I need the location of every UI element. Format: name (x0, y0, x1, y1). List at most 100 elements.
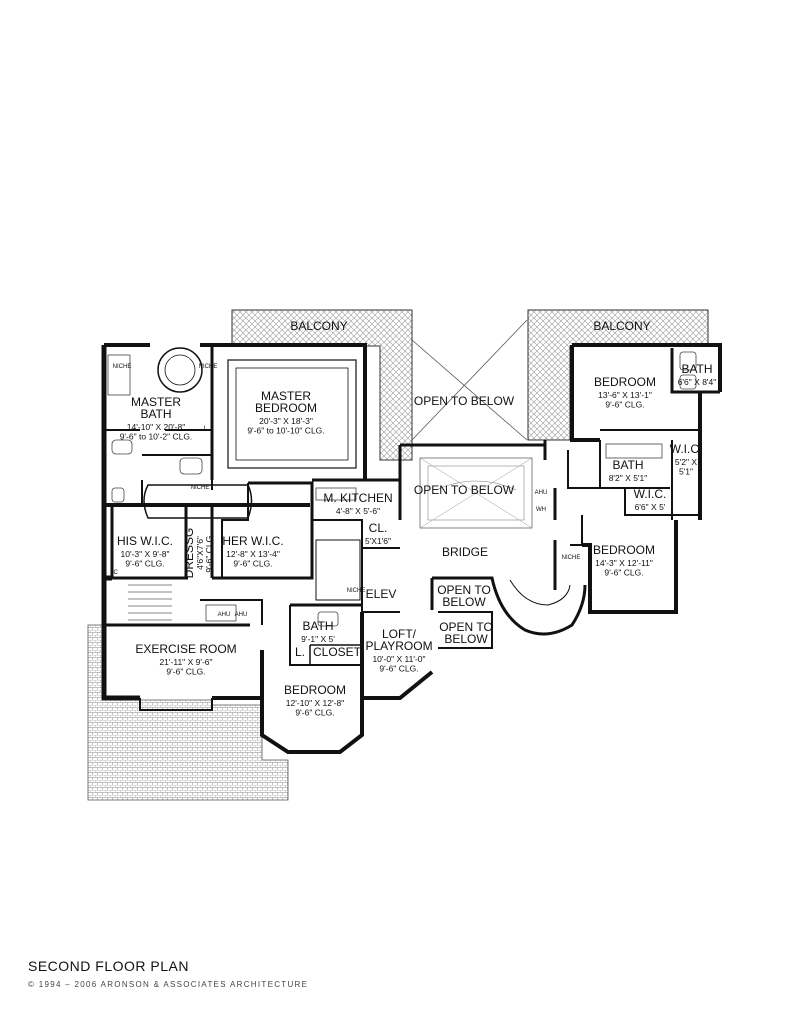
room-name-text: EXERCISE ROOM (135, 642, 236, 656)
room-name-text: L. (295, 645, 305, 659)
room-name-text: LOFT/ (382, 627, 417, 641)
room-dimension-text: 12'-10" X 12'-8" (286, 698, 344, 708)
room-label-wic-mid: W.I.C.6'6" X 5' (634, 487, 667, 512)
room-label-his-wic: HIS W.I.C.10'-3" X 9'-8"9'-6" CLG. (117, 534, 173, 569)
room-name-text: CLOSET (313, 645, 362, 659)
room-dimension-text: 9'-6" CLG. (379, 664, 418, 674)
room-name-text: M. KITCHEN (323, 491, 392, 505)
room-dimension-text: 12'-8" X 13'-4" (226, 549, 280, 559)
room-dimension-text: 9'-6" CLG. (204, 533, 214, 572)
room-dimension-text: 13'-6" X 13'-1" (598, 390, 652, 400)
room-dimension-text: 9'-6" CLG. (295, 708, 334, 718)
room-name-text: HIS W.I.C. (117, 534, 173, 548)
room-dimension-text: 10'-0" X 11'-0" (372, 654, 425, 664)
tag-ahu-2: AHU (235, 612, 248, 618)
tag-niche-3: NICHE (191, 485, 210, 491)
room-name-text: BEDROOM (284, 683, 346, 697)
room-name-text: OPEN TO BELOW (414, 394, 515, 408)
room-name-text: BATH (140, 407, 171, 421)
room-label-elev: ELEV (366, 587, 397, 601)
copyright-notice: © 1994 – 2006 ARONSON & ASSOCIATES ARCHI… (28, 980, 309, 989)
room-label-bridge: BRIDGE (442, 545, 488, 559)
room-label-linen: L. (295, 645, 305, 659)
room-name-text: BALCONY (593, 319, 650, 333)
room-dimension-text: 8'2" X 5'1" (609, 473, 648, 483)
room-name-text: ELEV (366, 587, 397, 601)
room-name-text: BALCONY (290, 319, 347, 333)
room-name-text: OPEN TO BELOW (414, 483, 515, 497)
room-dimension-text: 4'-8" X 5'-6" (336, 506, 380, 516)
plan-title: SECOND FLOOR PLAN (28, 958, 189, 974)
tag-l-bath: L. (203, 426, 208, 432)
room-name-text: PLAYROOM (365, 639, 432, 653)
room-label-balcony-left: BALCONY (290, 319, 347, 333)
room-label-balcony-right: BALCONY (593, 319, 650, 333)
room-dimension-text: 9'-6" to 10'-10" CLG. (247, 426, 324, 436)
room-dimension-text: 9'-6" CLG. (233, 559, 272, 569)
room-name-text: W.I.C. (634, 487, 667, 501)
room-name-text: BEDROOM (594, 375, 656, 389)
room-name-text: BEDROOM (255, 401, 317, 415)
room-dimension-text: 6'6" X 5' (635, 502, 666, 512)
room-dimension-text: 9'-1" X 5' (301, 634, 335, 644)
room-dimension-text: 9'-6" CLG. (125, 559, 164, 569)
tag-niche-2: NICHE (199, 364, 218, 370)
room-dimension-text: 6'6" X 8'4" (678, 377, 717, 387)
room-dimension-text: 9'-6" CLG. (605, 400, 644, 410)
open-to-below-frame (419, 457, 533, 529)
room-name-text: MASTER (261, 389, 311, 403)
tag-niche-4: NICHE (562, 555, 581, 561)
room-dimension-text: 14'-10" X 20'-8" (127, 422, 185, 432)
room-name-text: CL. (369, 521, 388, 535)
tag-ahu-3: AHU (535, 490, 548, 496)
room-name-text: OPEN TO (439, 620, 493, 634)
room-dimension-text: 5'1" (679, 467, 693, 477)
room-name-text: BEDROOM (593, 543, 655, 557)
room-dimension-text: 5'2" X (675, 457, 697, 467)
room-label-closet: CLOSET (313, 645, 362, 659)
room-name-text: BRIDGE (442, 545, 488, 559)
room-name-text: BATH (612, 458, 643, 472)
room-name-text: HER W.I.C. (222, 534, 283, 548)
room-name-text: MASTER (131, 395, 181, 409)
room-name-text: DRESSG (182, 528, 196, 579)
room-dimension-text: 9'-6" CLG. (166, 667, 205, 677)
room-label-open-below-2: OPEN TO BELOW (414, 483, 515, 497)
room-name-text: BELOW (444, 632, 488, 646)
room-dimension-text: 5'X1'6" (365, 536, 391, 546)
room-label-her-wic: HER W.I.C.12'-8" X 13'-4"9'-6" CLG. (222, 534, 283, 569)
tag-wh: WH (536, 507, 546, 513)
tag-ahu-1: AHU (218, 612, 231, 618)
room-dimension-text: 9'-6" to 10'-2" CLG. (120, 432, 193, 442)
room-name-text: OPEN TO (437, 583, 491, 597)
walls (101, 343, 722, 754)
room-name-text: BELOW (442, 595, 486, 609)
tag-niche-5: NICHE (347, 588, 366, 594)
room-dimension-text: 4'6"X7'6" (195, 536, 205, 570)
room-label-closet-cl: CL.5'X1'6" (365, 521, 391, 546)
room-name-text: W.I.C. (670, 442, 703, 456)
room-dimension-text: 21'-11" X 9'-6" (159, 657, 212, 667)
room-name-text: BATH (302, 619, 333, 633)
room-name-text: BATH (681, 362, 712, 376)
room-dimension-text: 10'-3" X 9'-8" (121, 549, 170, 559)
room-dimension-text: 14'-3" X 12'-11" (595, 558, 653, 568)
room-dimension-text: 20'-3" X 18'-3" (259, 416, 313, 426)
room-dimension-text: 9'-6" CLG. (604, 568, 643, 578)
